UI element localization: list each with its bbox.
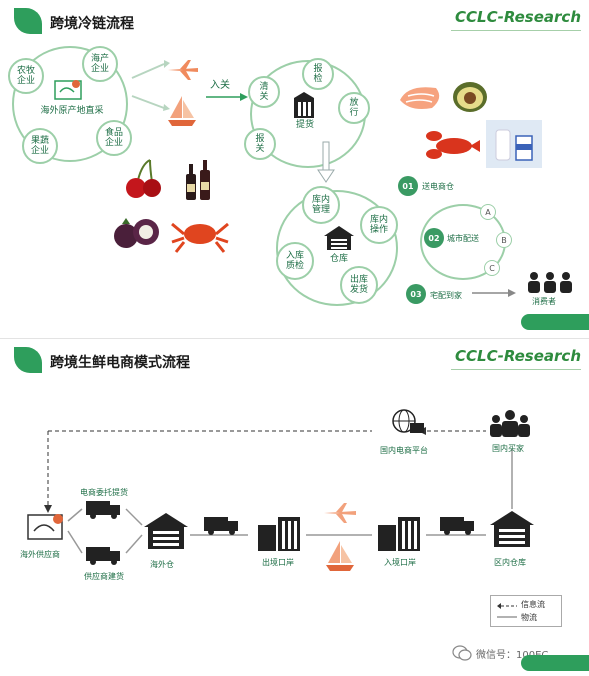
warehouse-ops: 库内 操作 [360, 206, 398, 244]
lobster-icon [426, 131, 480, 159]
milk-icon [486, 120, 542, 168]
source-center-label: 海外原产地直采 [40, 106, 104, 116]
supplier-label: 海外供应商 [20, 550, 60, 559]
overseas-warehouse-icon [144, 513, 188, 549]
ship-icon [168, 96, 196, 126]
source-farm: 农牧 企业 [8, 58, 44, 94]
warehouse-ship: 出库 发货 [340, 266, 378, 304]
cherries-icon [126, 159, 161, 198]
customs-report: 报 关 [244, 128, 276, 160]
wine-icon [186, 160, 210, 200]
legend-logistics-label: 物流 [521, 613, 537, 622]
footer-badge [521, 314, 589, 330]
legend-solid-line-icon [497, 616, 517, 618]
route-c: C [484, 260, 500, 276]
delivery-label-3: 宅配到家 [430, 291, 462, 300]
warehouse-outer-circle [276, 190, 398, 306]
consumers-icon [528, 272, 572, 293]
wechat-label: 微信号：100EC [476, 650, 549, 661]
delivery-label-1: 送电商仓 [422, 182, 454, 191]
delivery-num-2: 02 [424, 228, 444, 248]
truck-icon-4 [440, 517, 474, 535]
entry-port-label: 入境口岸 [384, 558, 416, 567]
route-b: B [496, 232, 512, 248]
warehouse-inspect: 入库 质检 [276, 242, 314, 280]
truck-icon-2 [86, 547, 120, 565]
leaf-logo-icon [14, 347, 42, 373]
customs-release: 放 行 [338, 92, 370, 124]
delivery-label-2: 城市配送 [447, 234, 479, 243]
buyers-icon [490, 410, 530, 437]
airplane-icon [324, 503, 356, 523]
truck-icon-1 [86, 501, 120, 519]
entry-arrow [206, 93, 248, 101]
building-icon [294, 92, 314, 118]
buyer-label: 国内买家 [492, 444, 524, 453]
legend-box: 信息流 物流 [490, 595, 562, 627]
warehouse-mgmt: 库内 管理 [302, 186, 340, 224]
customs-pickup: 提货 [295, 120, 314, 130]
brand-underline [451, 30, 581, 31]
ship-icon [326, 541, 354, 571]
brand-underline [451, 369, 581, 370]
customs-declare: 报 检 [302, 58, 334, 90]
brand-label: CCLC-Research [455, 347, 581, 365]
panel-title: 跨境冷链流程 [50, 16, 134, 32]
source-seafood: 海产 企业 [82, 46, 118, 82]
route-a: A [480, 204, 496, 220]
supplier-map-icon [27, 514, 63, 540]
truck-icon-3 [204, 517, 238, 535]
ecom-pick-label: 电商委托提货 [80, 488, 128, 497]
zone-warehouse-icon [490, 511, 534, 547]
overseas-wh-label: 海外仓 [150, 560, 174, 569]
map-pin-icon [54, 80, 82, 100]
supplier-ship-label: 供应商建货 [84, 572, 124, 581]
brand-label: CCLC-Research [455, 8, 581, 26]
customs-clearance: 清 关 [248, 76, 280, 108]
airplane-icon [168, 60, 198, 80]
legend-dashed-arrow-icon [497, 603, 517, 609]
flow-arrows [131, 60, 170, 111]
warehouse-icon [324, 226, 354, 250]
warehouse-center: 仓库 [329, 254, 348, 264]
avocado-icon [453, 82, 487, 112]
platform-label: 国内电商平台 [380, 446, 428, 455]
fresh-ecommerce-panel: 跨境生鲜电商模式流程 CCLC-Research 国内电商平台 国内买家 [0, 338, 589, 676]
delivery-num-1: 01 [398, 176, 418, 196]
legend-info-label: 信息流 [521, 600, 545, 609]
exit-port-icon [258, 517, 300, 551]
sources-outer-circle [12, 46, 128, 162]
salmon-icon [400, 87, 440, 109]
entry-label: 入关 [210, 80, 230, 91]
panel-title: 跨境生鲜电商模式流程 [50, 355, 190, 371]
consumer-label: 消费者 [532, 297, 556, 306]
globe-laptop-icon [392, 409, 424, 433]
crab-icon [171, 222, 229, 253]
source-fruitveg: 果蔬 企业 [22, 128, 58, 164]
delivery-arrow [472, 289, 516, 297]
zone-wh-label: 区内仓库 [494, 558, 526, 567]
mangosteen-icon [114, 218, 159, 248]
down-arrow [317, 141, 335, 183]
cold-chain-panel: 跨境冷链流程 CCLC-Research 农牧 企业 海产 企业 果蔬 企业 食… [8, 8, 589, 330]
source-food: 食品 企业 [96, 120, 132, 156]
leaf-logo-icon [14, 8, 42, 34]
footer-badge [521, 655, 589, 671]
entry-port-icon [378, 517, 420, 551]
exit-port-label: 出境口岸 [262, 558, 294, 567]
wechat-icon [452, 645, 472, 661]
delivery-num-3: 03 [406, 284, 426, 304]
